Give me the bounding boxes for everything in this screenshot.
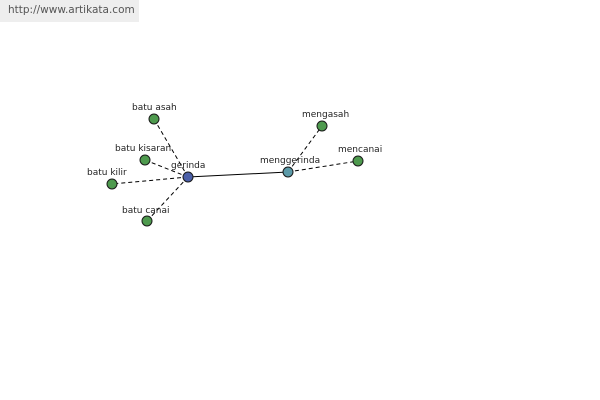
node-dot-batu-kisaran[interactable] [139, 154, 151, 166]
edge-gerinda-menggerinda [187, 171, 289, 178]
node-gerinda[interactable]: gerinda [171, 161, 205, 183]
node-dot-gerinda[interactable] [182, 171, 194, 183]
nodes-layer: batu asah batu kisaran batu kilir batu cana… [87, 103, 382, 227]
node-menggerinda[interactable]: menggerinda [260, 156, 320, 178]
node-dot-mengasah[interactable] [316, 120, 328, 132]
node-label-batu-asah: batu asah [132, 103, 177, 113]
node-batu-canai[interactable]: batu canai [122, 206, 170, 227]
node-mengasah[interactable]: mengasah [302, 110, 349, 132]
edges-layer [111, 118, 359, 222]
node-label-menggerinda: menggerinda [260, 156, 320, 166]
node-dot-batu-kilir[interactable] [106, 178, 118, 190]
node-batu-kisaran[interactable]: batu kisaran [115, 144, 171, 166]
edge-menggerinda-mencanai [287, 160, 359, 173]
node-dot-menggerinda[interactable] [282, 166, 294, 178]
node-label-mengasah: mengasah [302, 110, 349, 120]
node-label-gerinda: gerinda [171, 161, 205, 171]
node-mencanai[interactable]: mencanai [338, 145, 382, 167]
node-label-batu-kisaran: batu kisaran [115, 144, 171, 154]
node-label-mencanai: mencanai [338, 145, 382, 155]
node-dot-batu-canai[interactable] [141, 215, 153, 227]
edge-gerinda-batu-kisaran [144, 159, 189, 178]
node-label-batu-canai: batu canai [122, 206, 170, 216]
edge-gerinda-batu-kilir [111, 176, 189, 185]
node-batu-kilir[interactable]: batu kilir [87, 168, 127, 190]
node-dot-batu-asah[interactable] [148, 113, 160, 125]
node-dot-mencanai[interactable] [352, 155, 364, 167]
node-batu-asah[interactable]: batu asah [132, 103, 177, 125]
node-label-batu-kilir: batu kilir [87, 168, 127, 178]
edge-gerinda-batu-canai [146, 176, 189, 222]
edge-gerinda-batu-asah [153, 118, 189, 178]
watermark-url: http://www.artikata.com [0, 0, 139, 22]
edge-menggerinda-mengasah [287, 125, 323, 173]
